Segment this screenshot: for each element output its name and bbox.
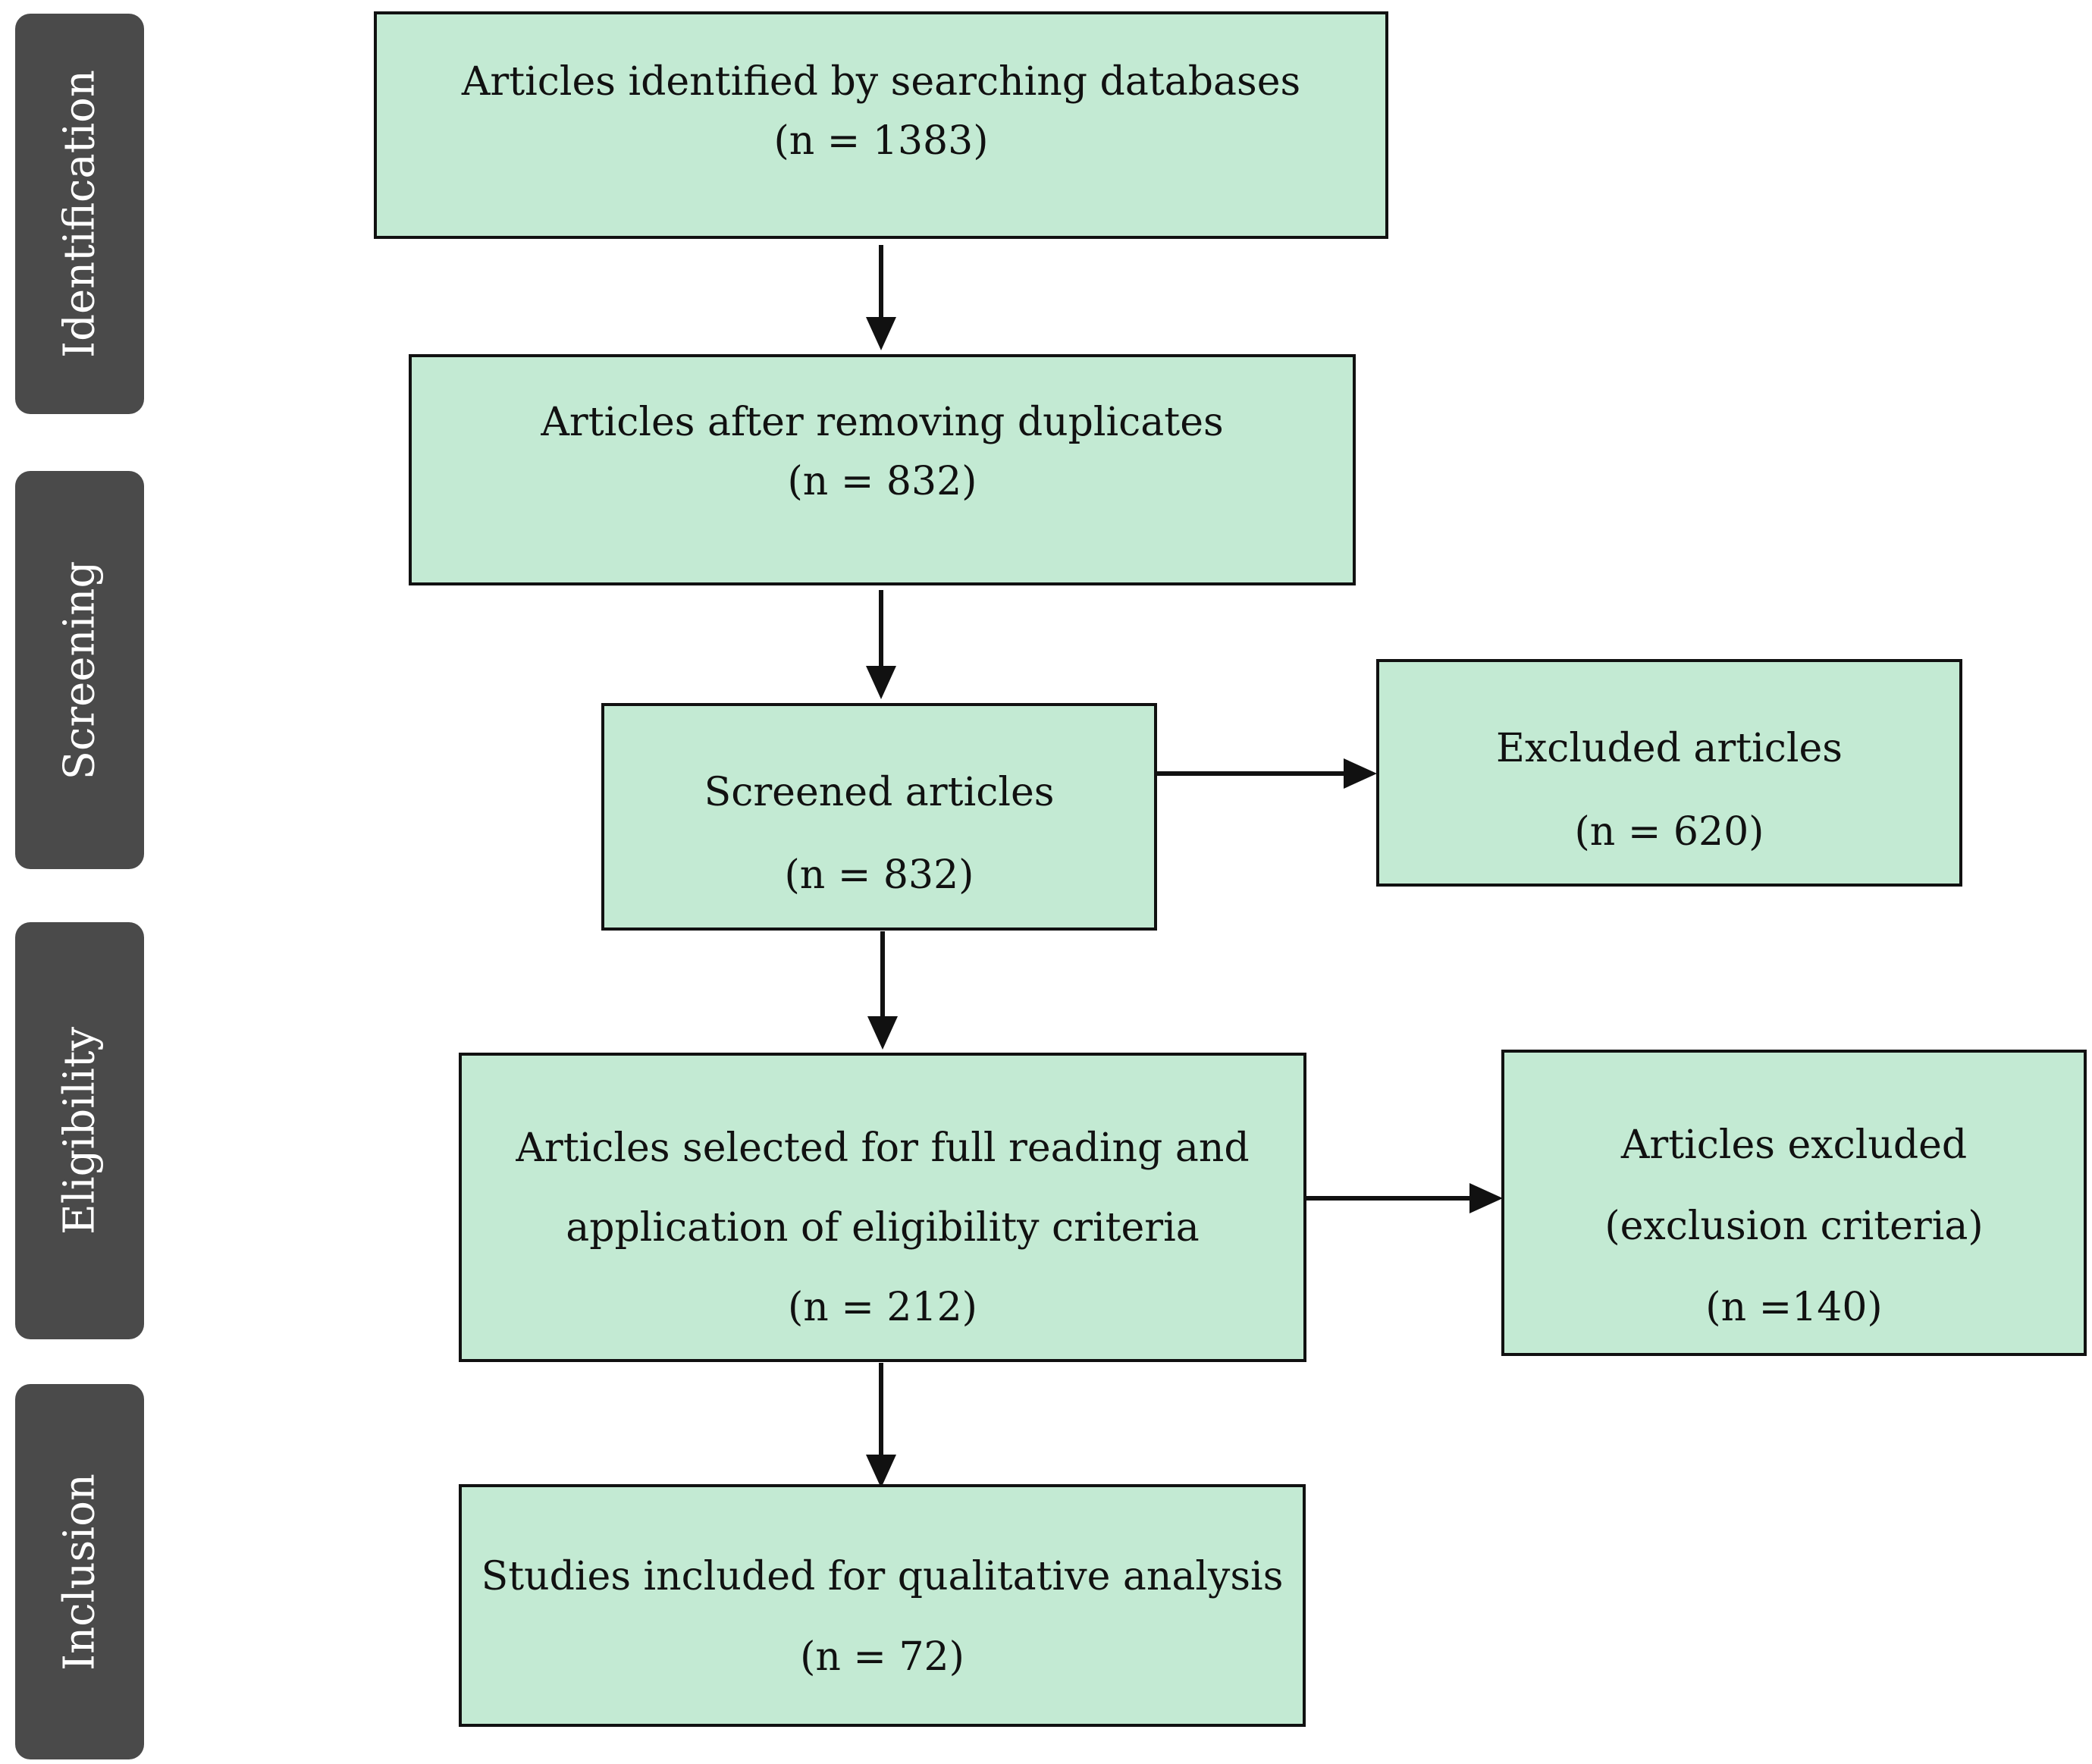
phase-screening: Screening — [15, 471, 144, 869]
box-included: Studies included for qualitative analysi… — [459, 1484, 1306, 1727]
box-full-reading-line2: application of eligibility criteria — [566, 1205, 1200, 1251]
box-excluded-criteria-line2: (exclusion criteria) — [1604, 1204, 1984, 1249]
box-excluded: Excluded articles (n = 620) — [1376, 659, 1962, 887]
box-excluded-criteria-count: (n =140) — [1705, 1285, 1883, 1330]
phase-eligibility: Eligibility — [15, 922, 144, 1339]
phase-identification: Identification — [15, 14, 144, 414]
box-full-reading-line1: Articles selected for full reading and — [516, 1125, 1250, 1171]
box-excluded-criteria: Articles excluded (exclusion criteria) (… — [1501, 1050, 2087, 1356]
box-deduplicated: Articles after removing duplicates (n = … — [409, 354, 1356, 585]
box-screened: Screened articles (n = 832) — [601, 703, 1157, 931]
box-excluded-criteria-line1: Articles excluded — [1620, 1122, 1968, 1168]
box-excluded-text: Excluded articles — [1495, 726, 1843, 771]
box-included-count: (n = 72) — [800, 1634, 964, 1680]
arrow-deduplicated-to-screened — [866, 590, 896, 699]
box-identified-count: (n = 1383) — [773, 118, 989, 164]
arrow-full-reading-to-included — [866, 1363, 896, 1488]
box-identified-text: Articles identified by searching databas… — [461, 59, 1301, 105]
arrow-full-reading-to-excluded-criteria — [1306, 1183, 1503, 1213]
box-deduplicated-count: (n = 832) — [787, 459, 977, 504]
phase-inclusion: Inclusion — [15, 1384, 144, 1759]
box-full-reading: Articles selected for full reading and a… — [459, 1053, 1306, 1362]
arrow-screened-to-full-reading — [867, 931, 898, 1050]
box-full-reading-count: (n = 212) — [788, 1285, 977, 1330]
box-screened-count: (n = 832) — [784, 852, 974, 898]
box-screened-text: Screened articles — [704, 770, 1055, 815]
box-included-text: Studies included for qualitative analysi… — [481, 1554, 1284, 1599]
arrow-screened-to-excluded — [1155, 758, 1377, 789]
box-identified: Articles identified by searching databas… — [374, 11, 1388, 239]
box-excluded-count: (n = 620) — [1574, 809, 1764, 855]
arrow-identified-to-deduplicated — [866, 245, 896, 350]
box-deduplicated-text: Articles after removing duplicates — [541, 400, 1224, 445]
